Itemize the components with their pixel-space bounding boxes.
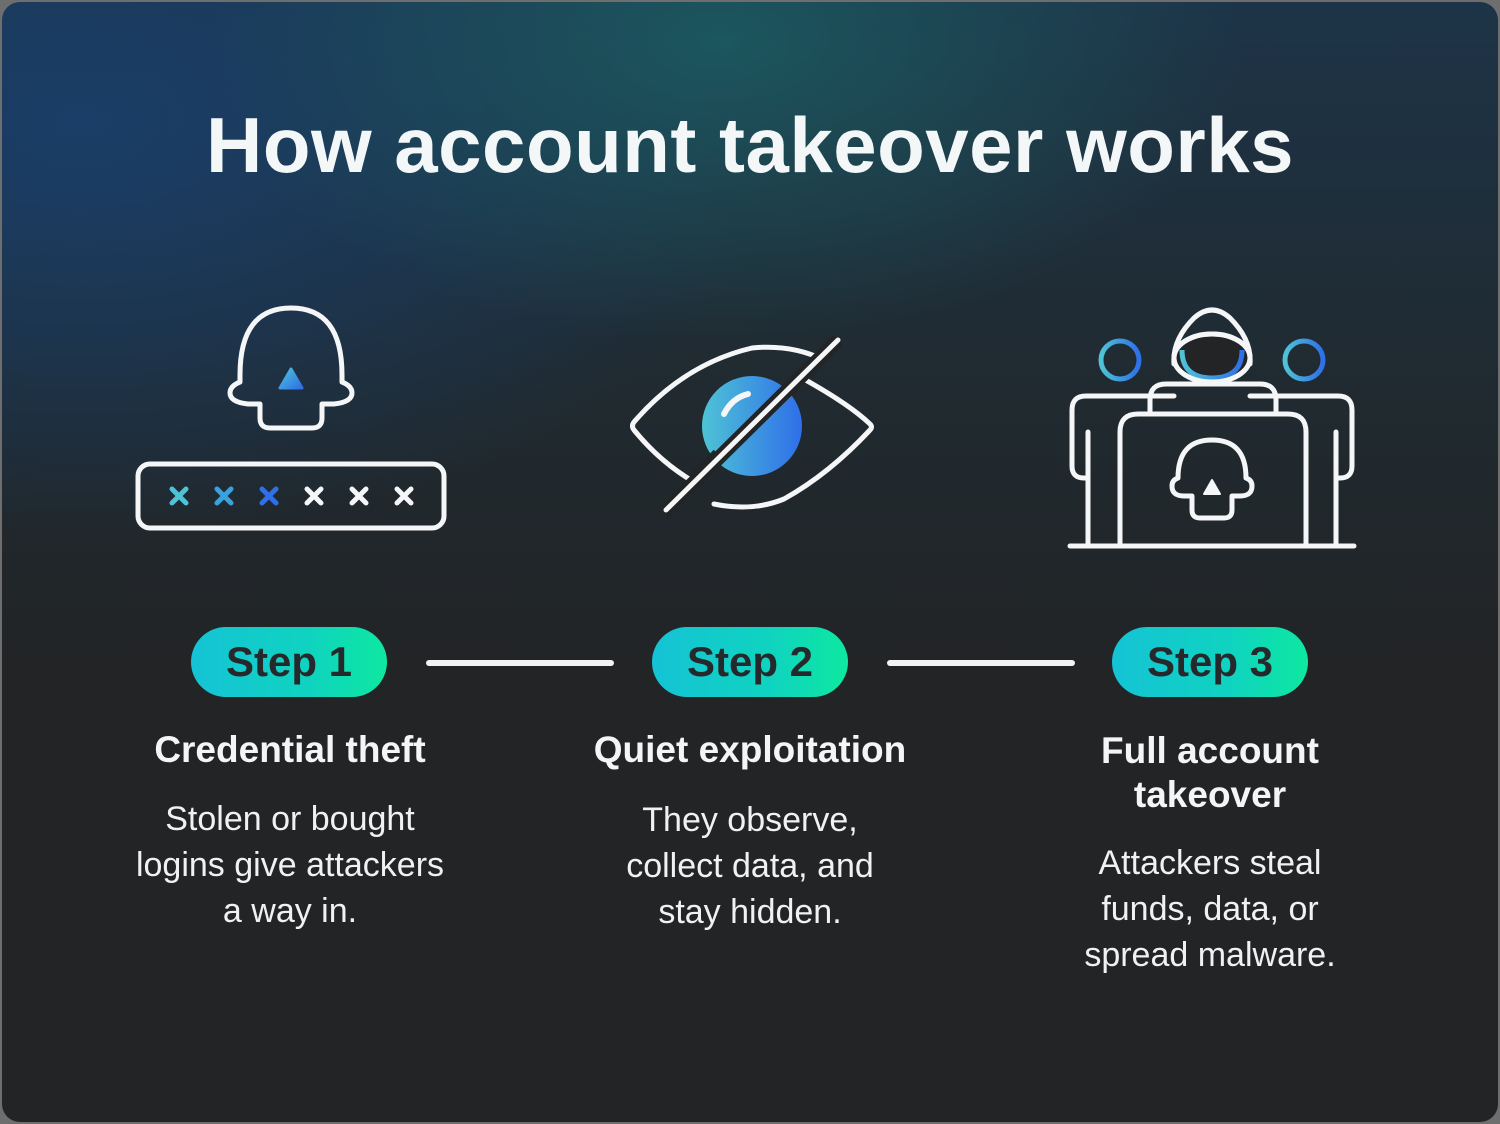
eye-slash-icon xyxy=(630,335,874,517)
hacker-group-icon xyxy=(1067,307,1357,549)
step-3-label: Step 3 xyxy=(1146,638,1274,685)
step-1-description: Stolen or bought logins give attackers a… xyxy=(135,800,445,930)
step-2-pill: Step 2 xyxy=(652,627,848,697)
password-char-3 xyxy=(259,486,279,506)
password-char-4 xyxy=(304,486,324,506)
nose-triangle xyxy=(278,367,304,390)
password-char-1 xyxy=(169,486,189,506)
skull-icon xyxy=(227,305,355,431)
step-1-pill: Step 1 xyxy=(191,627,387,697)
left-person-head xyxy=(1098,338,1142,382)
step-2-heading: Quiet exploitation xyxy=(593,729,907,770)
connector-1-2 xyxy=(426,660,614,666)
right-person-head xyxy=(1282,338,1326,382)
step-2-label: Step 2 xyxy=(686,638,814,685)
password-char-2 xyxy=(214,486,234,506)
laptop-screen xyxy=(1117,411,1309,547)
hood xyxy=(1171,307,1253,367)
password-char-5 xyxy=(349,486,369,506)
step-1-label: Step 1 xyxy=(225,638,353,685)
password-char-6 xyxy=(394,486,414,506)
laptop-skull xyxy=(1169,437,1255,521)
page-title: How account takeover works xyxy=(205,101,1294,189)
step-3-heading: Full account takeover xyxy=(1101,730,1319,815)
center-person-face xyxy=(1179,349,1245,381)
step-2-description: They observe, collect data, and stay hid… xyxy=(626,801,874,931)
password-field xyxy=(135,461,447,531)
step-3-pill: Step 3 xyxy=(1112,627,1308,697)
step-1-heading: Credential theft xyxy=(154,729,426,770)
left-person-body xyxy=(1069,393,1177,481)
right-person-body xyxy=(1247,393,1355,481)
skull-password-icon xyxy=(135,305,447,531)
connector-2-3 xyxy=(887,660,1075,666)
step-3-description: Attackers steal funds, data, or spread m… xyxy=(1084,844,1336,974)
